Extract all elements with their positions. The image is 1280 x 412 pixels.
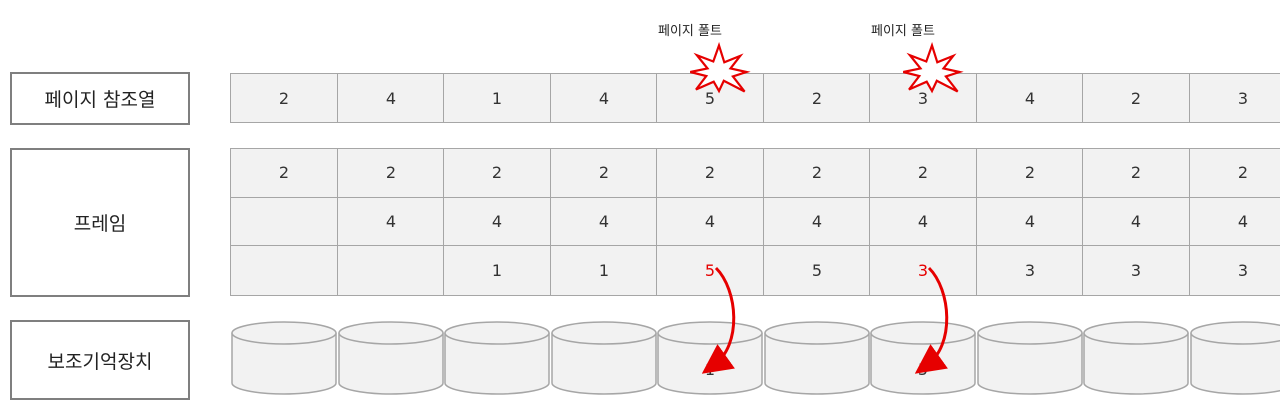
frame-column: 2 [230,148,338,296]
frame-slot: 1 [491,261,503,281]
reference-cell: 1 [443,73,551,123]
page-fault-burst-icon [903,42,964,94]
frame-slot [231,198,337,247]
frame-slot: 4 [551,198,657,247]
disk-cylinder [1082,320,1190,396]
frame-slot: 2 [338,149,444,198]
frame-slot: 4 [764,198,870,247]
frame-slot: 4 [977,198,1083,247]
disk-cylinder [443,320,551,396]
row-label-reference-string: 페이지 참조열 [10,72,190,125]
frame-slot: 1 [598,261,610,281]
disk-cylinder [763,320,871,396]
frame-slot: 2 [764,149,870,198]
frame-slot: 2 [657,149,763,198]
page-fault-label: 페이지 폴트 [658,24,722,39]
reference-cell: 4 [976,73,1084,123]
frame-slot: 3 [917,261,929,281]
frame-slot: 2 [870,149,976,198]
disk-cylinder [976,320,1084,396]
reference-cell: 4 [550,73,658,123]
page-fault-label: 페이지 폴트 [871,24,935,39]
reference-cell: 4 [337,73,445,123]
frame-slot [338,246,444,295]
frame-slot: 4 [1083,198,1189,247]
frame-slot [231,246,337,295]
frame-slot: 4 [1190,198,1280,247]
disk-cylinder [230,320,338,396]
frame-slot: 4 [444,198,550,247]
frame-slot: 4 [338,198,444,247]
frame-slot: 5 [704,261,716,281]
disk-value: 1 [704,360,716,379]
frame-slot: 3 [1024,261,1036,281]
frame-slot: 3 [1237,261,1249,281]
frame-slot: 4 [657,198,763,247]
frame-slot: 3 [1130,261,1142,281]
frame-slot: 2 [1190,149,1280,198]
frame-slot: 2 [1083,149,1189,198]
reference-cell: 2 [763,73,871,123]
page-fault-burst-icon [690,42,751,94]
frame-slot: 2 [551,149,657,198]
disk-cylinder [337,320,445,396]
disk-cylinder [550,320,658,396]
disk-cylinder: 5 [869,320,977,396]
disk-cylinder [1189,320,1280,396]
disk-cylinder: 1 [656,320,764,396]
frame-slot: 2 [231,149,337,198]
reference-cell: 2 [230,73,338,123]
frame-slot: 2 [977,149,1083,198]
disk-value: 5 [917,360,929,379]
frame-slot: 2 [444,149,550,198]
frame-slot: 5 [811,261,823,281]
reference-cell: 2 [1082,73,1190,123]
row-label-secondary-storage: 보조기억장치 [10,320,190,400]
row-label-frames: 프레임 [10,148,190,297]
reference-cell: 3 [1189,73,1280,123]
frame-slot: 4 [870,198,976,247]
